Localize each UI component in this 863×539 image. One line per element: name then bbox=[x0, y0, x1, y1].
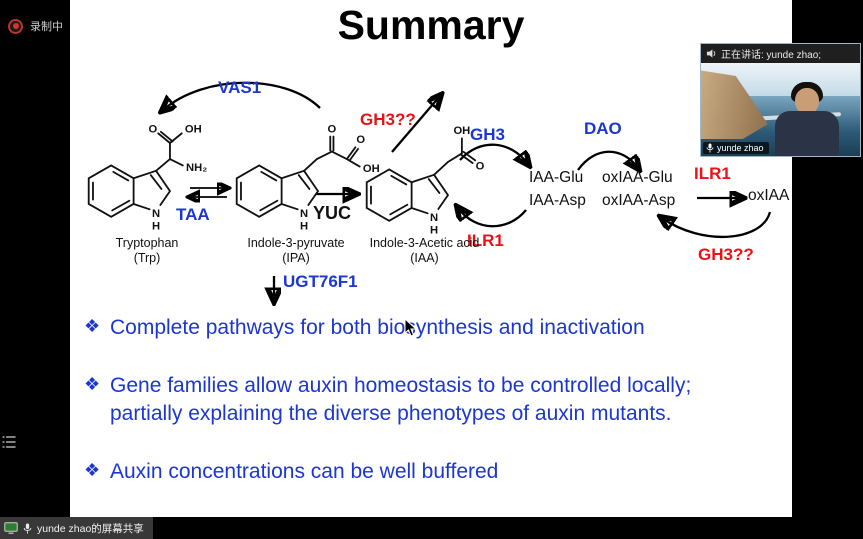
recording-indicator: 录制中 bbox=[8, 18, 63, 34]
label-gh3-question-bottom: GH3?? bbox=[698, 245, 754, 264]
mic-icon bbox=[706, 143, 714, 153]
mouse-cursor bbox=[404, 318, 418, 337]
participant-person bbox=[774, 81, 844, 156]
compound-name: Tryptophan bbox=[115, 236, 179, 250]
compound-oxiaa-asp: oxIAA-Asp bbox=[602, 192, 676, 209]
label-taa: TAA bbox=[176, 205, 210, 224]
bullet-text: Complete pathways for both biosynthesis … bbox=[110, 316, 645, 339]
bullet-item: ❖ Gene families allow auxin homeostasis … bbox=[84, 372, 784, 428]
atom-oh: OH bbox=[453, 125, 470, 137]
speaker-video-panel[interactable]: 正在讲话: yunde zhao; yunde zhao bbox=[700, 43, 861, 157]
record-icon bbox=[8, 18, 23, 34]
atom-h: H bbox=[300, 221, 308, 233]
label-gh3-question-top: GH3?? bbox=[360, 110, 416, 129]
compound-name: Indole-3-pyruvate bbox=[247, 236, 345, 250]
atom-h: H bbox=[430, 225, 438, 237]
compound-iaa-asp: IAA-Asp bbox=[529, 192, 586, 209]
label-ilr1-right: ILR1 bbox=[694, 164, 731, 183]
atom-oh: OH bbox=[185, 123, 202, 135]
ipa-structure: O O OH N H bbox=[235, 123, 380, 233]
bullet-marker: ❖ bbox=[84, 316, 101, 336]
atom-nh2: NH₂ bbox=[186, 162, 207, 174]
bullet-marker: ❖ bbox=[84, 460, 101, 480]
participant-video: yunde zhao bbox=[701, 63, 860, 156]
atom-oh: OH bbox=[363, 163, 380, 175]
bullet-item: ❖ Complete pathways for both biosynthesi… bbox=[84, 314, 784, 342]
compound-name: Indole-3-Acetic acid bbox=[369, 236, 480, 250]
atom-o: O bbox=[328, 123, 337, 135]
label-vas1: VAS1 bbox=[218, 78, 262, 97]
screen-share-icon bbox=[4, 522, 18, 534]
atom-n: N bbox=[430, 212, 438, 224]
bullet-item: ❖ Auxin concentrations can be well buffe… bbox=[84, 458, 784, 486]
atom-h: H bbox=[152, 221, 160, 233]
active-speaker-banner: 正在讲话: yunde zhao; bbox=[701, 44, 860, 63]
label-gh3: GH3 bbox=[470, 125, 505, 144]
compound-oxiaa: oxIAA bbox=[748, 187, 790, 204]
chat-list-icon[interactable] bbox=[2, 434, 16, 457]
person-body bbox=[775, 110, 840, 156]
atom-n: N bbox=[300, 208, 308, 220]
compound-abbr: (Trp) bbox=[133, 251, 161, 265]
atom-n: N bbox=[152, 208, 160, 220]
atom-o: O bbox=[356, 134, 365, 146]
slide: Summary bbox=[70, 0, 792, 517]
bullet-marker: ❖ bbox=[84, 374, 101, 394]
label-yuc: YUC bbox=[313, 203, 352, 223]
compound-abbr: (IAA) bbox=[410, 251, 439, 265]
person-face bbox=[795, 87, 820, 115]
screen-share-indicator: yunde zhao的屏幕共享 bbox=[0, 517, 153, 539]
speaker-icon bbox=[706, 49, 716, 58]
participant-name: yunde zhao bbox=[717, 143, 764, 153]
compound-iaa-glu: IAA-Glu bbox=[529, 169, 584, 186]
caption-ipa: Indole-3-pyruvate (IPA) bbox=[226, 236, 366, 266]
slide-title: Summary bbox=[337, 2, 525, 48]
bullet-text: Auxin concentrations can be well buffere… bbox=[110, 460, 499, 483]
bullet-text: Gene families allow auxin homeostasis to… bbox=[110, 374, 692, 425]
participant-nameplate: yunde zhao bbox=[703, 142, 769, 154]
label-ilr1-left: ILR1 bbox=[467, 231, 504, 250]
iaa-structure: OH O N H bbox=[365, 125, 485, 237]
caption-tryptophan: Tryptophan (Trp) bbox=[82, 236, 212, 266]
label-ugt76f1: UGT76F1 bbox=[283, 272, 358, 291]
atom-o: O bbox=[476, 160, 485, 172]
screen-share-label: yunde zhao的屏幕共享 bbox=[37, 522, 144, 535]
speaker-banner-text: 正在讲话: yunde zhao; bbox=[721, 50, 822, 61]
label-dao: DAO bbox=[584, 119, 622, 138]
compound-abbr: (IPA) bbox=[282, 251, 310, 265]
caption-iaa: Indole-3-Acetic acid (IAA) bbox=[352, 236, 497, 266]
mic-icon bbox=[23, 523, 32, 533]
recording-label: 录制中 bbox=[30, 21, 63, 33]
atom-o: O bbox=[148, 123, 157, 135]
tryptophan-structure: O OH NH₂ N H bbox=[87, 123, 207, 233]
compound-oxiaa-glu: oxIAA-Glu bbox=[602, 169, 673, 186]
